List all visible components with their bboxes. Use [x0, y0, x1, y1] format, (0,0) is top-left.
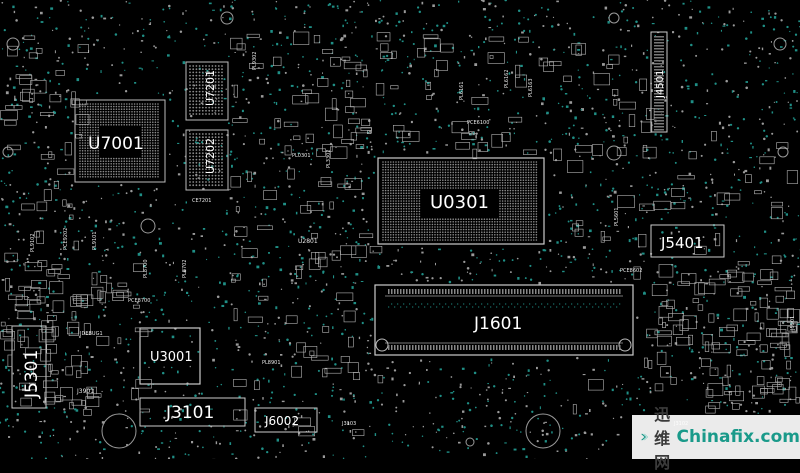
- label-j3101: J3101: [165, 403, 214, 423]
- label-pl3302: PL3302: [326, 149, 332, 168]
- watermark-cn-text: 迅维网: [654, 401, 670, 473]
- label-j5401: J5401: [660, 234, 704, 252]
- label-j6002: J6002: [264, 414, 299, 428]
- label-j3103: J3103: [341, 421, 356, 427]
- label-pl9102: PL9102: [30, 233, 36, 252]
- label-j3901: J3901: [76, 388, 94, 395]
- label-u7202: U7202: [204, 138, 217, 174]
- label-pl9101: PL9101: [92, 231, 98, 250]
- label-j4501: J4501: [655, 70, 666, 99]
- label-j1601: J1601: [473, 314, 522, 334]
- label-pl8702: PL8702: [182, 259, 188, 278]
- label-ce7201: CE7201: [192, 198, 211, 204]
- label-pl6163: PL6163: [528, 78, 534, 97]
- label-j5301: J5301: [22, 350, 42, 399]
- label-pl9302: PL9302: [252, 51, 258, 70]
- label-pl0301: PL0301: [292, 153, 311, 159]
- label-pl8901: PL8901: [262, 360, 281, 366]
- chevron-logo-icon: [640, 425, 648, 449]
- label-u7001: U7001: [88, 134, 144, 154]
- label-pce8700: PCE8700: [128, 298, 150, 304]
- label-j5501: J5501: [790, 316, 796, 331]
- pcb-board-view: U7001 U0301 J1601 U3001 J3101 J5301 J540…: [0, 0, 800, 459]
- label-pl6162: PL6162: [504, 69, 510, 88]
- label-pce6100: PCE6100: [467, 120, 489, 126]
- watermark-en-text: Chinafix.com: [677, 427, 800, 447]
- label-u3001: U3001: [150, 350, 193, 365]
- label-pl6161: PL6161: [459, 81, 465, 100]
- label-jdebug1: JDEBUG1: [79, 331, 103, 337]
- label-pce9202: PCE9202: [63, 228, 69, 250]
- label-pl8700: PL8700: [143, 259, 149, 278]
- chinafix-watermark: 迅维网 Chinafix.com: [632, 415, 800, 459]
- label-u7201: U7201: [204, 70, 217, 106]
- label-pce8602: PCE8602: [620, 268, 642, 274]
- label-u0301: U0301: [430, 192, 489, 213]
- label-pl5601: PL5601: [614, 207, 620, 226]
- label-u2801: U2801: [298, 238, 318, 245]
